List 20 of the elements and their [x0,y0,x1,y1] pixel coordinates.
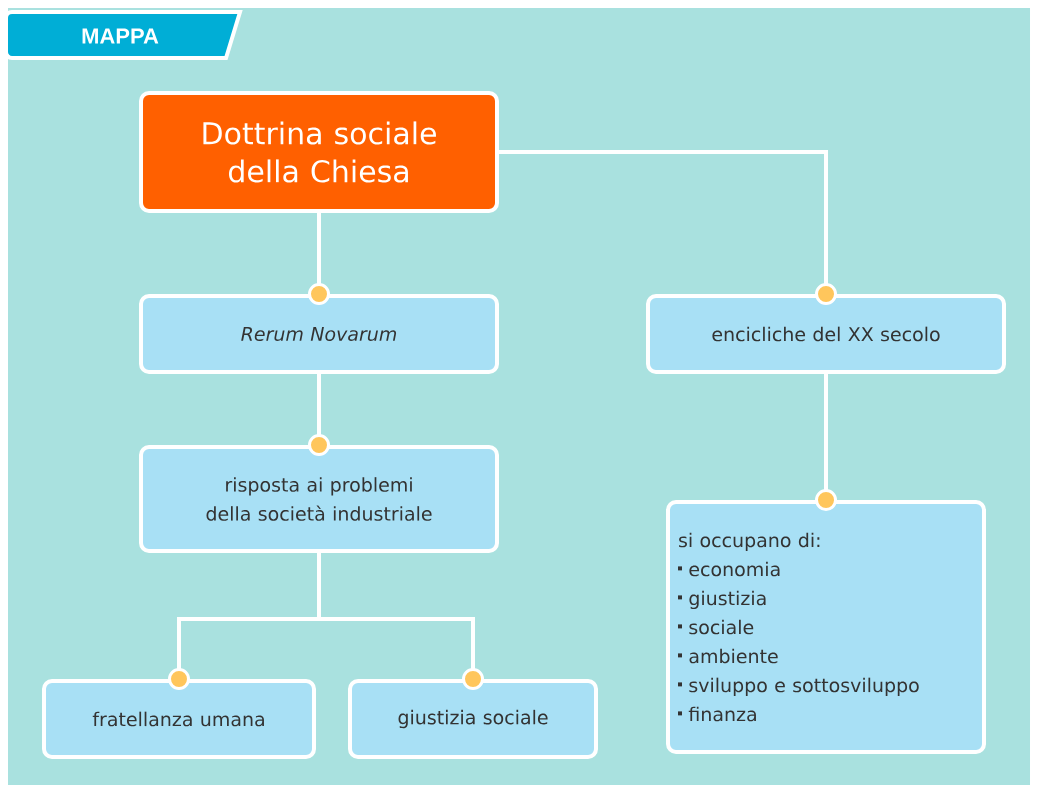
list-item: ambiente [678,648,778,664]
list-item: finanza [678,706,756,722]
connector [317,553,484,690]
concept-box: fratellanza umana [42,679,316,759]
list-item: economia [678,561,780,577]
concept-box: risposta ai problemi della società industriale [139,445,499,553]
concept-box: encicliche del XX secolo [646,294,1006,374]
connector [815,374,837,511]
list-item: giustizia [678,590,766,610]
title: MAPPA [82,28,159,44]
list-heading: si occupano di: [679,532,820,552]
concept-box: Rerum Novarum [139,294,499,374]
list-item: sociale [678,619,754,635]
connector [499,150,837,305]
concept-box: giustizia sociale [348,679,598,759]
title-box: Dottrina sociale della Chiesa [139,91,499,213]
list-box [666,500,986,754]
connector [308,374,330,456]
connector [308,213,330,305]
list-item: sviluppo e sottosviluppo [678,677,919,697]
